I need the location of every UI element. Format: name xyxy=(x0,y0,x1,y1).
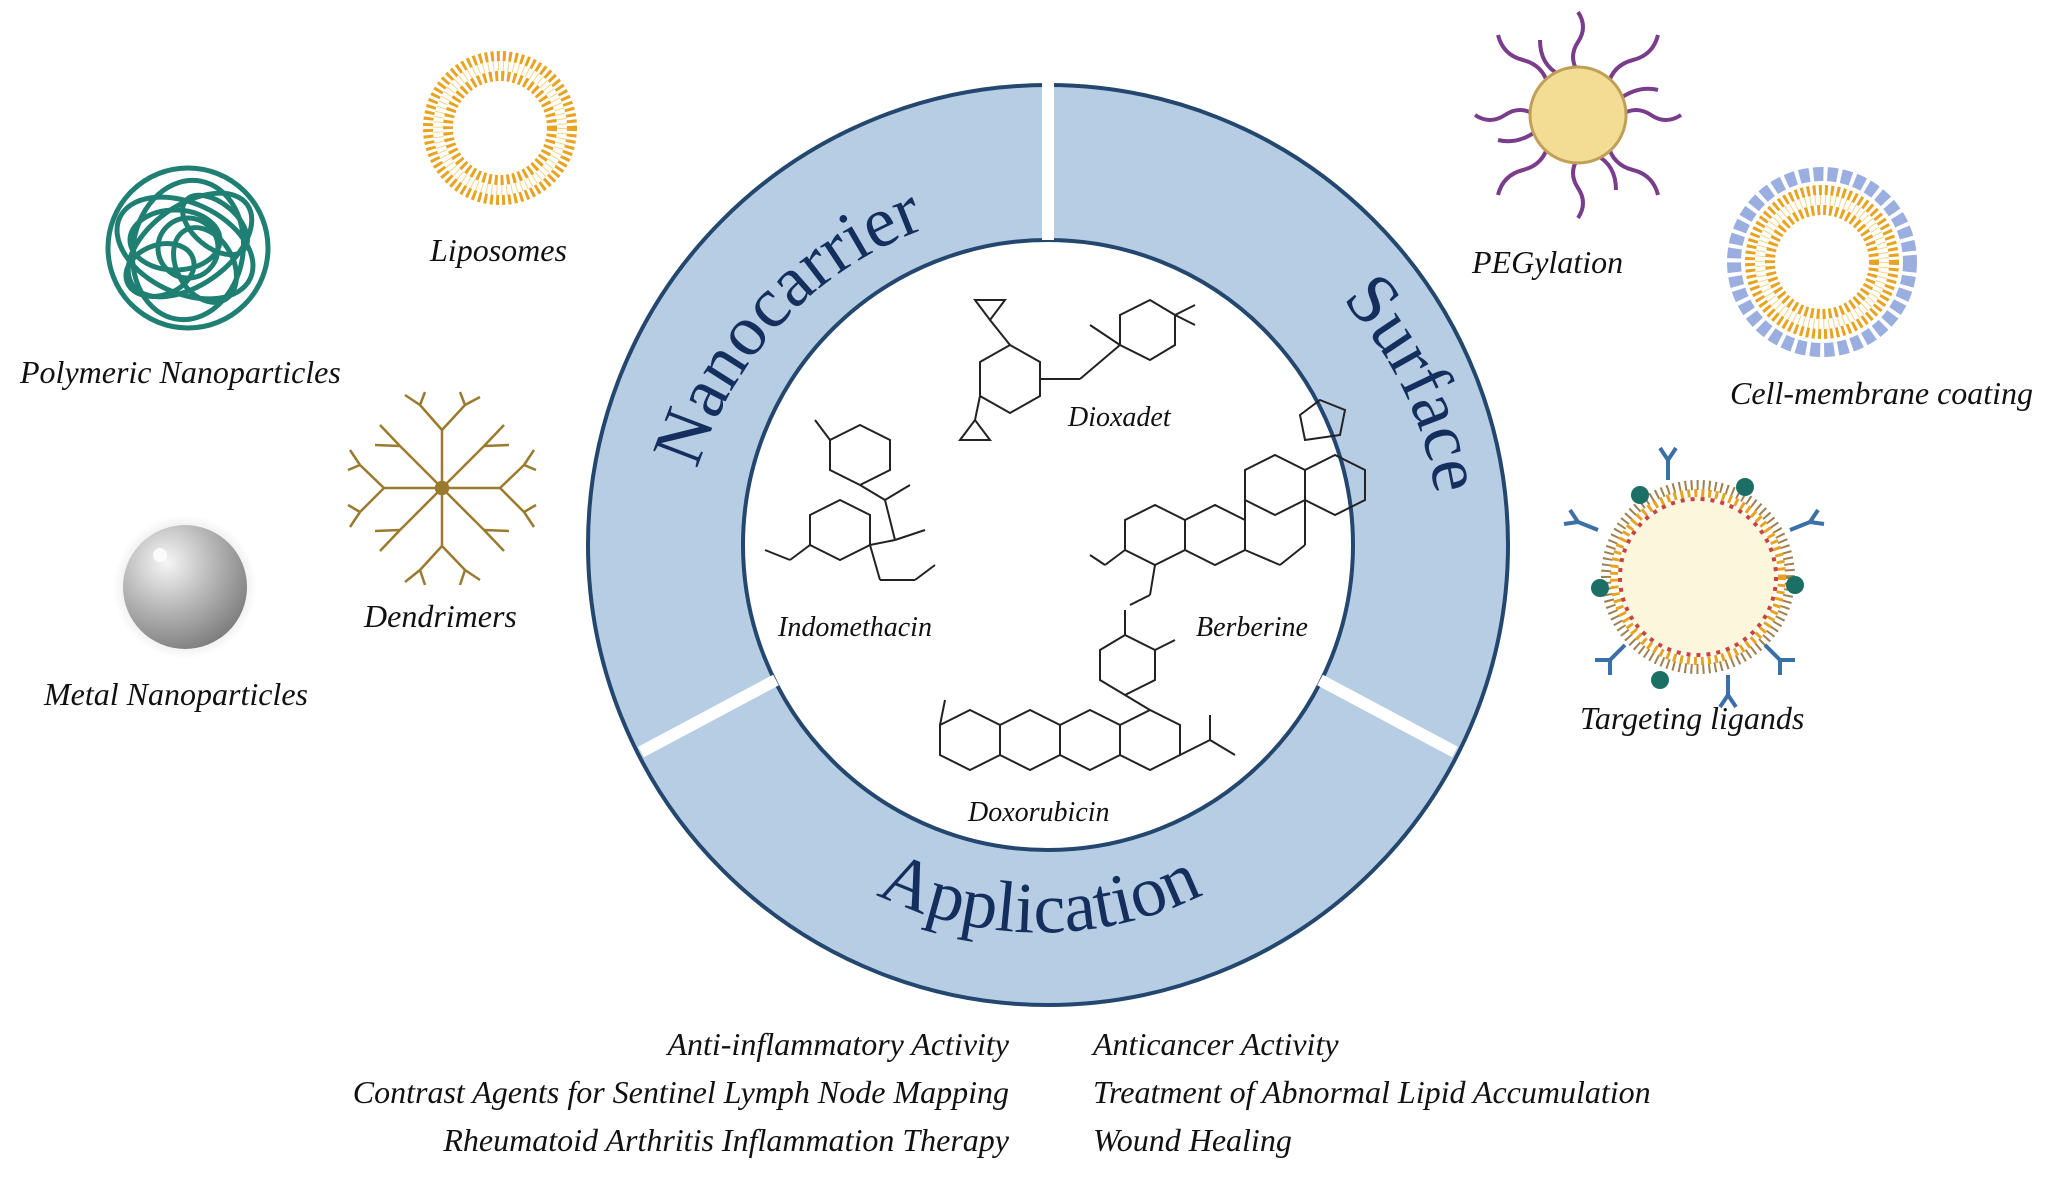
label-liposomes: Liposomes xyxy=(430,232,567,268)
label-indomethacin: Indomethacin xyxy=(778,612,932,643)
application-item: Anti-inflammatory Activity xyxy=(667,1026,1009,1062)
doxorubicin-structure xyxy=(939,610,1236,772)
berberine-structure xyxy=(1089,398,1366,606)
application-item: Treatment of Abnormal Lipid Accumulation xyxy=(1093,1074,1651,1110)
ring-divider-left xyxy=(638,674,779,758)
label-metal-nanoparticles: Metal Nanoparticles xyxy=(44,676,308,712)
label-berberine: Berberine xyxy=(1196,612,1308,643)
application-item: Wound Healing xyxy=(1093,1122,1292,1158)
cell-membrane-graphic xyxy=(1727,167,1917,357)
polymeric-nanoparticle-graphic xyxy=(105,165,271,331)
label-doxorubicin: Doxorubicin xyxy=(968,797,1110,828)
pegylation-graphic xyxy=(1473,10,1683,220)
dendrimer-graphic xyxy=(347,391,537,586)
label-targeting-ligands: Targeting ligands xyxy=(1580,700,1805,736)
label-polymeric-nanoparticles: Polymeric Nanoparticles xyxy=(20,354,341,390)
liposome-graphic xyxy=(423,51,577,205)
ring-divider-right xyxy=(1317,674,1458,758)
application-item: Rheumatoid Arthritis Inflammation Therap… xyxy=(443,1122,1009,1158)
label-dioxadet: Dioxadet xyxy=(1068,402,1171,433)
metal-nanoparticle-graphic xyxy=(113,515,257,659)
applications-left-list: Anti-inflammatory Activity Contrast Agen… xyxy=(353,1020,1009,1164)
indomethacin-structure xyxy=(764,419,936,581)
ring-diagram: Nanocarrier Surface Application xyxy=(586,82,1510,1007)
label-cell-membrane-coating: Cell-membrane coating xyxy=(1730,375,2034,411)
application-item: Anticancer Activity xyxy=(1093,1026,1339,1062)
drug-structures xyxy=(764,298,1366,772)
dioxadet-structure xyxy=(958,298,1196,441)
applications-right-list: Anticancer Activity Treatment of Abnorma… xyxy=(1093,1020,1651,1164)
application-item: Contrast Agents for Sentinel Lymph Node … xyxy=(352,1074,1009,1110)
label-dendrimers: Dendrimers xyxy=(364,598,517,634)
targeting-ligands-graphic xyxy=(1563,446,1825,709)
label-pegylation: PEGylation xyxy=(1472,244,1624,280)
inner-circle xyxy=(741,238,1355,852)
